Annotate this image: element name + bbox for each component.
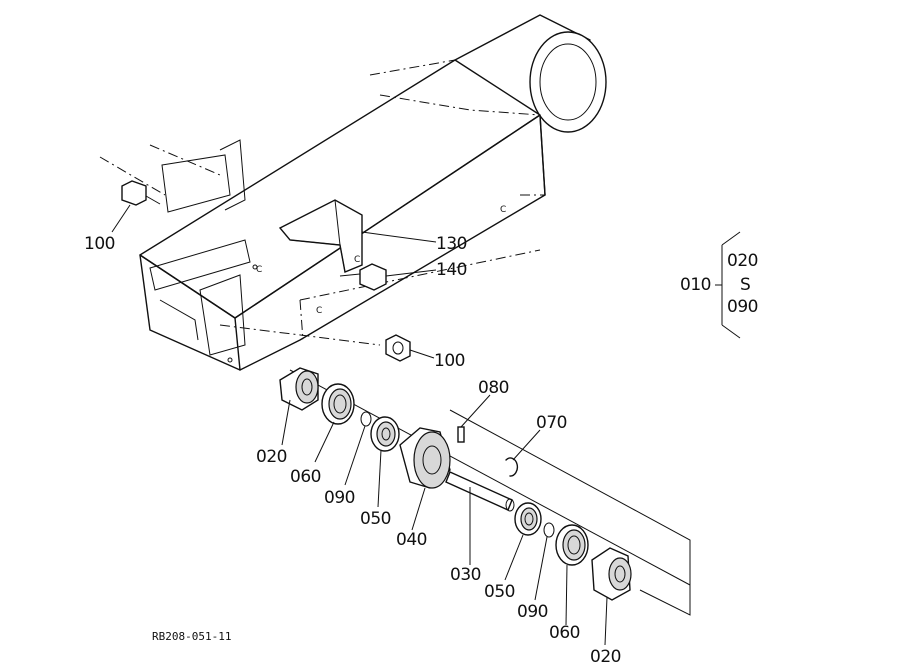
- bearing-050-left: [370, 416, 400, 452]
- label-060-left: 060: [290, 467, 321, 487]
- collar-020-right: [591, 547, 632, 601]
- frame-marks: C C C C: [256, 205, 506, 316]
- bolt-140: [339, 263, 387, 291]
- snap-ring-070: [505, 457, 519, 477]
- label-090-right: 090: [517, 602, 548, 622]
- frame-mark: C: [500, 205, 506, 215]
- label-100-right: 100: [434, 351, 465, 371]
- label-050-right: 050: [484, 582, 515, 602]
- label-040: 040: [396, 530, 427, 550]
- collar-020-left: [279, 367, 319, 411]
- leader-lines: [111, 204, 741, 646]
- label-020-left: 020: [256, 447, 287, 467]
- label-030: 030: [450, 565, 481, 585]
- oring-090-left: [360, 411, 372, 427]
- roller-axis: [289, 369, 691, 616]
- label-010-range-start: 020: [727, 251, 758, 271]
- label-060-right: 060: [549, 623, 580, 643]
- frame-mark: C: [316, 306, 322, 316]
- shaft-030: [445, 471, 515, 512]
- label-010-range-tilde: S: [740, 275, 750, 295]
- label-090-left: 090: [324, 488, 355, 508]
- label-140: 140: [436, 260, 467, 280]
- label-050-left: 050: [360, 509, 391, 529]
- label-010-range-end: 090: [727, 297, 758, 317]
- pin-080: [457, 426, 465, 443]
- drawing-code: RB208-051-11: [152, 630, 231, 643]
- bolt-100-left: [121, 180, 161, 206]
- frame-mark: C: [354, 255, 360, 265]
- label-100-left: 100: [84, 234, 115, 254]
- seal-060-left: [321, 383, 355, 425]
- track-frame: [99, 14, 607, 371]
- frame-mark: C: [256, 265, 262, 275]
- bolt-100-right: [385, 334, 411, 362]
- label-080: 080: [478, 378, 509, 398]
- seal-060-right: [555, 524, 589, 566]
- label-010: 010: [680, 275, 711, 295]
- roller-040: [399, 427, 451, 489]
- bracket-130: [278, 199, 363, 273]
- label-070: 070: [536, 413, 567, 433]
- part-labels: 100 130 140 100 010 020 S 090 020 060 09…: [84, 234, 758, 667]
- label-130: 130: [436, 234, 467, 254]
- bearing-050-right: [514, 502, 542, 536]
- oring-090-right: [543, 522, 555, 538]
- label-020-right: 020: [590, 647, 621, 667]
